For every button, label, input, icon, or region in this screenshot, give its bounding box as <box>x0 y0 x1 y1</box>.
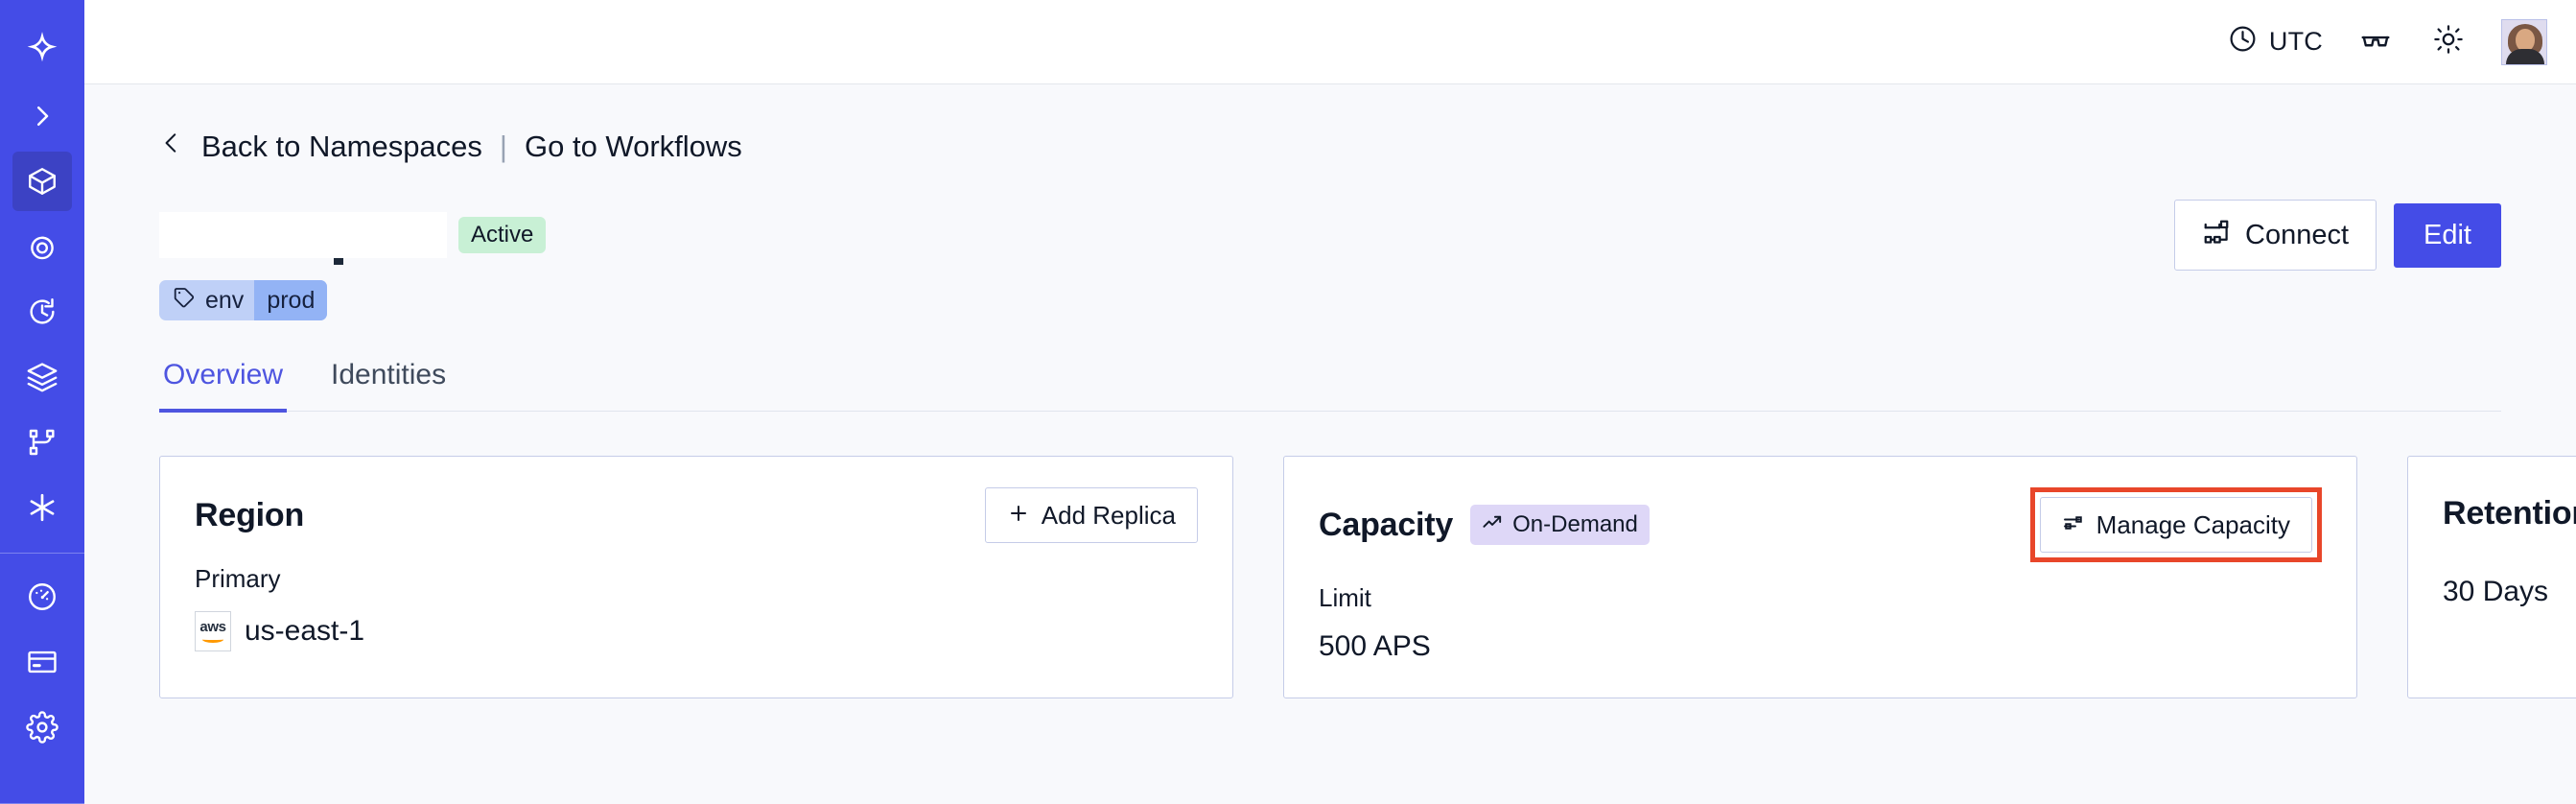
primary-sidebar <box>0 0 84 804</box>
capacity-limit-label: Limit <box>1319 583 1371 612</box>
timezone-selector[interactable]: UTC <box>2228 24 2323 60</box>
top-header-bar: UTC <box>84 0 2576 84</box>
credit-card-icon <box>26 646 59 678</box>
sidebar-item-schedules[interactable] <box>12 347 72 407</box>
go-to-workflows-link[interactable]: Go to Workflows <box>524 130 742 163</box>
region-card: Region Add Replica Primary <box>159 456 1233 698</box>
sidebar-secondary-group <box>12 567 72 763</box>
git-branch-icon <box>27 427 58 458</box>
connect-button-label: Connect <box>2245 219 2350 250</box>
plus-icon <box>1007 502 1030 529</box>
sidebar-divider-top <box>0 553 84 554</box>
aws-logo-text: aws <box>199 619 226 635</box>
on-demand-badge-label: On-Demand <box>1512 511 1638 537</box>
capacity-card-title: Capacity <box>1319 506 1454 543</box>
breadcrumb-separator: | <box>499 130 507 163</box>
region-card-title: Region <box>195 496 305 533</box>
glasses-button[interactable] <box>2355 22 2396 62</box>
tag-value: prod <box>254 280 328 320</box>
namespace-name-redacted <box>159 212 447 265</box>
gear-icon <box>26 711 59 744</box>
asterisk-icon <box>26 491 59 524</box>
capacity-card-header: Capacity On-Demand <box>1319 487 2322 562</box>
sidebar-main-group <box>12 152 72 543</box>
timezone-label: UTC <box>2268 27 2323 56</box>
retention-value: 30 Days <box>2443 576 2549 607</box>
sliders-icon <box>2062 511 2085 538</box>
overview-cards: Region Add Replica Primary <box>159 456 2576 698</box>
manage-capacity-button[interactable]: Manage Capacity <box>2039 497 2312 553</box>
back-to-namespaces-link[interactable]: Back to Namespaces <box>201 130 482 163</box>
tag-key: env <box>205 286 245 314</box>
tab-bar: Overview Identities <box>159 359 2501 413</box>
aws-logo-smile <box>202 636 223 643</box>
sidebar-item-nexus[interactable] <box>12 478 72 537</box>
sidebar-item-namespaces[interactable] <box>12 152 72 211</box>
glasses-icon <box>2359 23 2392 60</box>
breadcrumb: Back to Namespaces | Go to Workflows <box>159 129 2501 165</box>
sidebar-item-settings[interactable] <box>12 698 72 757</box>
sidebar-item-history[interactable] <box>12 282 72 342</box>
connect-button[interactable]: Connect <box>2174 200 2377 271</box>
capacity-limit-value: 500 APS <box>1319 630 1431 662</box>
eye-radar-icon <box>26 230 59 263</box>
sidebar-item-workflows[interactable] <box>12 413 72 472</box>
avatar-body <box>2506 48 2544 64</box>
tag-icon <box>173 286 196 316</box>
tag-env-prod[interactable]: env prod <box>159 280 328 320</box>
gauge-icon <box>26 580 59 613</box>
status-badge: Active <box>458 217 547 253</box>
aws-logo: aws <box>195 611 231 651</box>
sidebar-item-observability[interactable] <box>12 217 72 276</box>
cube-icon <box>26 165 59 198</box>
region-value-row: aws us-east-1 <box>195 611 1198 651</box>
header-actions: UTC <box>2228 18 2547 65</box>
retention-card-title: Retention Period <box>2443 494 2576 532</box>
clock-icon <box>2228 24 2258 60</box>
namespace-title-row: Active Co <box>159 200 2501 271</box>
temporal-logo-icon[interactable] <box>0 13 84 81</box>
tab-overview[interactable]: Overview <box>159 359 288 413</box>
region-card-header: Region Add Replica <box>195 487 1198 543</box>
page-content: Back to Namespaces | Go to Workflows Act… <box>84 84 2576 804</box>
redaction-artifact <box>334 258 343 265</box>
chevron-left-icon[interactable] <box>159 129 184 165</box>
tab-identities[interactable]: Identities <box>331 359 447 390</box>
avatar-face <box>2516 28 2535 52</box>
region-primary-label: Primary <box>195 564 281 593</box>
edit-button[interactable]: Edit <box>2394 202 2501 268</box>
add-replica-button[interactable]: Add Replica <box>984 487 1198 543</box>
namespace-tags: env prod <box>159 280 2501 320</box>
on-demand-badge: On-Demand <box>1470 505 1650 545</box>
sidebar-item-usage[interactable] <box>12 567 72 627</box>
connect-flow-icon <box>2202 218 2231 252</box>
manage-capacity-highlight: Manage Capacity <box>2029 487 2322 562</box>
layers-icon <box>26 361 59 393</box>
namespace-actions: Connect Edit <box>2174 200 2501 271</box>
region-value: us-east-1 <box>245 615 365 647</box>
timer-icon <box>26 296 59 328</box>
theme-toggle-button[interactable] <box>2428 22 2469 62</box>
sidebar-expand-button[interactable] <box>0 81 84 152</box>
add-replica-label: Add Replica <box>1041 501 1176 530</box>
trending-up-icon <box>1482 511 1504 538</box>
avatar[interactable] <box>2501 18 2547 65</box>
manage-capacity-label: Manage Capacity <box>2096 510 2290 539</box>
sidebar-item-billing[interactable] <box>12 632 72 692</box>
sun-icon <box>2433 24 2464 59</box>
retention-card-header: Retention Period <box>2443 487 2576 539</box>
capacity-card: Capacity On-Demand <box>1283 456 2357 698</box>
main-area: UTC <box>84 0 2576 804</box>
retention-card: Retention Period 30 Days <box>2407 456 2576 698</box>
edit-button-label: Edit <box>2424 219 2471 250</box>
